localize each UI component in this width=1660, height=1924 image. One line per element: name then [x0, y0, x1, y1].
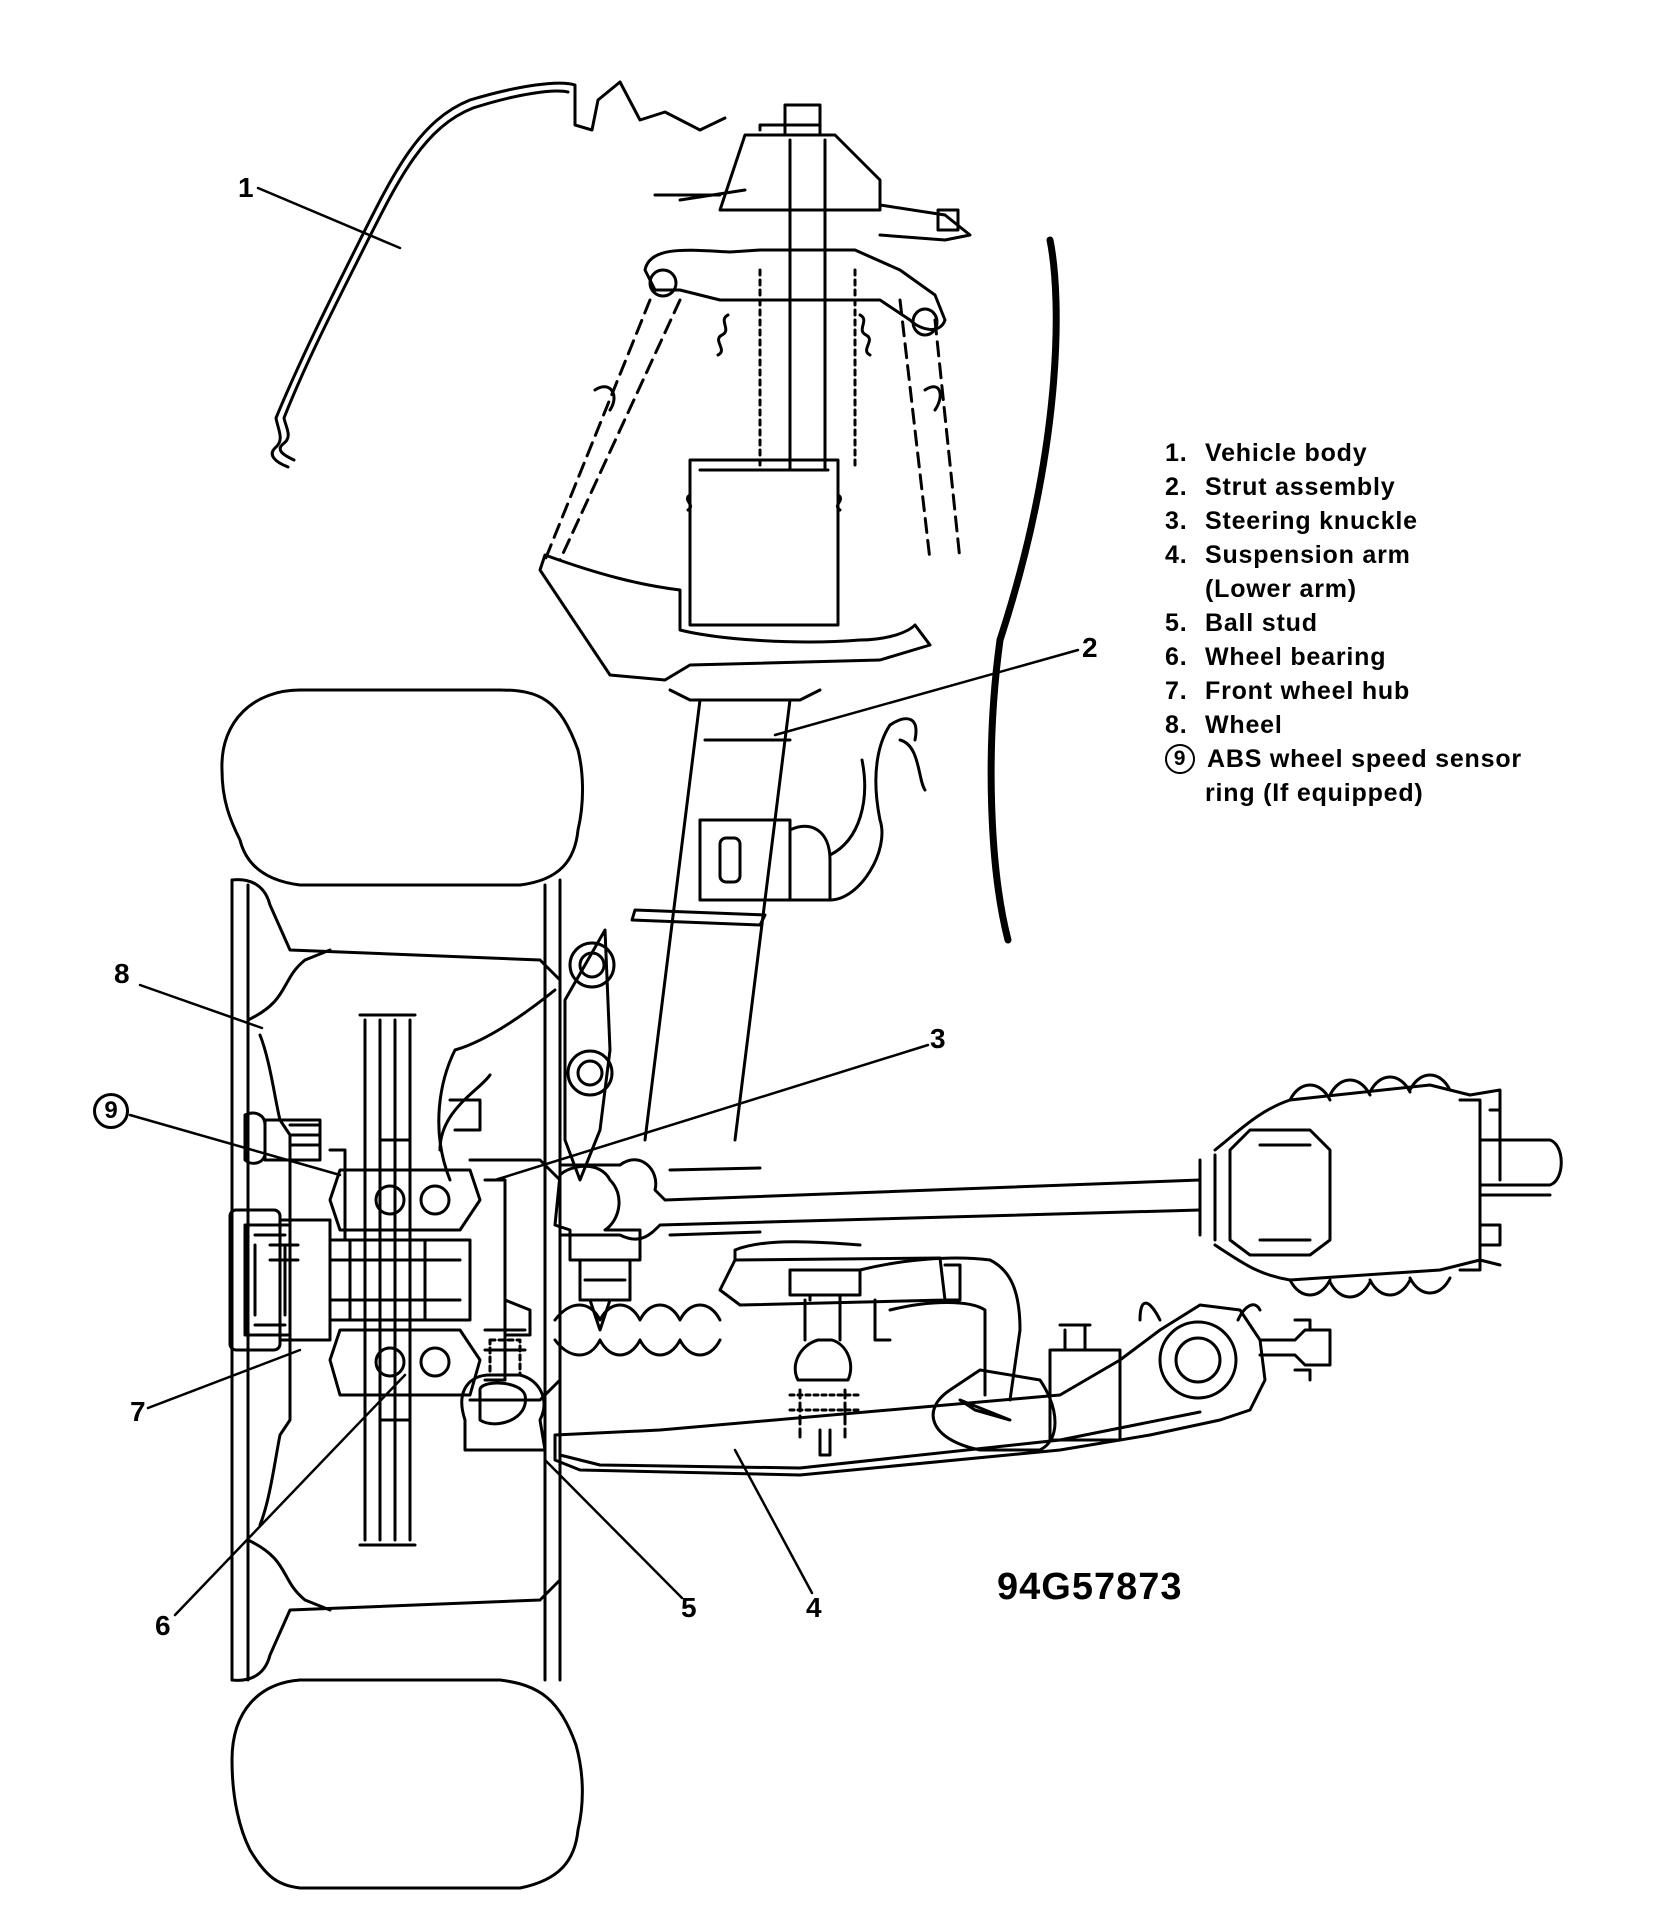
leader-7: [146, 1348, 302, 1410]
tie-rod: [553, 1164, 1022, 1402]
callout-3: 3: [930, 1023, 946, 1054]
legend-label: Ball stud: [1205, 609, 1318, 637]
drive-shaft: [558, 1073, 1563, 1299]
legend-number: 8.: [1165, 711, 1188, 739]
leader-5: [543, 1458, 684, 1600]
leader-2: [773, 648, 1080, 737]
legend-item-wheel: 8. Wheel: [1165, 708, 1635, 742]
leader-6: [173, 1373, 407, 1617]
legend-item-ball-stud: 5. Ball stud: [1165, 606, 1635, 640]
legend-item-front-wheel-hub: 7. Front wheel hub: [1165, 674, 1635, 708]
legend-number-circled: 9: [1165, 744, 1195, 774]
legend-item-strut-assembly: 2. Strut assembly: [1165, 470, 1635, 504]
legend-label: Suspension arm: [1205, 541, 1411, 569]
legend-item-vehicle-body: 1. Vehicle body: [1165, 436, 1635, 470]
strut-assembly: [538, 103, 972, 1142]
legend-number: 5.: [1165, 609, 1188, 637]
suspension-arm: [460, 1268, 1332, 1477]
legend-number: 4.: [1165, 541, 1188, 569]
vehicle-body: [270, 80, 1060, 944]
legend-label: Vehicle body: [1205, 439, 1368, 467]
callout-4: 4: [806, 1592, 822, 1623]
leader-9: [128, 1113, 342, 1177]
legend-item-suspension-arm: 4. Suspension arm: [1165, 538, 1635, 572]
legend-label: Strut assembly: [1205, 473, 1396, 501]
leader-4: [733, 1448, 814, 1595]
legend-label: Front wheel hub: [1205, 677, 1411, 705]
hub-and-bearing: [228, 1013, 562, 1547]
legend-item-steering-knuckle: 3. Steering knuckle: [1165, 504, 1635, 538]
legend-label-continuation: ring (If equipped): [1205, 779, 1424, 807]
callout-6: 6: [155, 1610, 171, 1641]
callout-1: 1: [238, 172, 254, 203]
figure-id: 94G57873: [997, 1566, 1183, 1608]
legend-item-abs-sensor-ring: 9 ABS wheel speed sensor: [1165, 742, 1635, 776]
leader-8: [138, 983, 264, 1030]
legend-label: ABS wheel speed sensor: [1207, 745, 1522, 773]
wheel: [220, 688, 584, 1890]
leader-1: [256, 186, 402, 250]
callout-7: 7: [130, 1396, 146, 1427]
legend-label: Wheel: [1205, 711, 1283, 739]
callout-9: 9: [93, 1093, 129, 1129]
parts-legend: 1. Vehicle body 2. Strut assembly 3. Ste…: [1165, 436, 1635, 810]
callout-8: 8: [114, 958, 130, 989]
legend-number: 6.: [1165, 643, 1188, 671]
callout-5: 5: [681, 1592, 697, 1623]
legend-label: Wheel bearing: [1205, 643, 1387, 671]
legend-number: 1.: [1165, 439, 1188, 467]
callout-2: 2: [1082, 632, 1098, 663]
steering-knuckle: [437, 928, 616, 1182]
leader-3: [493, 1043, 930, 1182]
legend-label: Steering knuckle: [1205, 507, 1418, 535]
legend-number: 3.: [1165, 507, 1188, 535]
legend-label-continuation: (Lower arm): [1205, 575, 1357, 603]
legend-number: 2.: [1165, 473, 1188, 501]
legend-number: 7.: [1165, 677, 1188, 705]
leader-lines: [128, 186, 1080, 1617]
legend-item-wheel-bearing: 6. Wheel bearing: [1165, 640, 1635, 674]
